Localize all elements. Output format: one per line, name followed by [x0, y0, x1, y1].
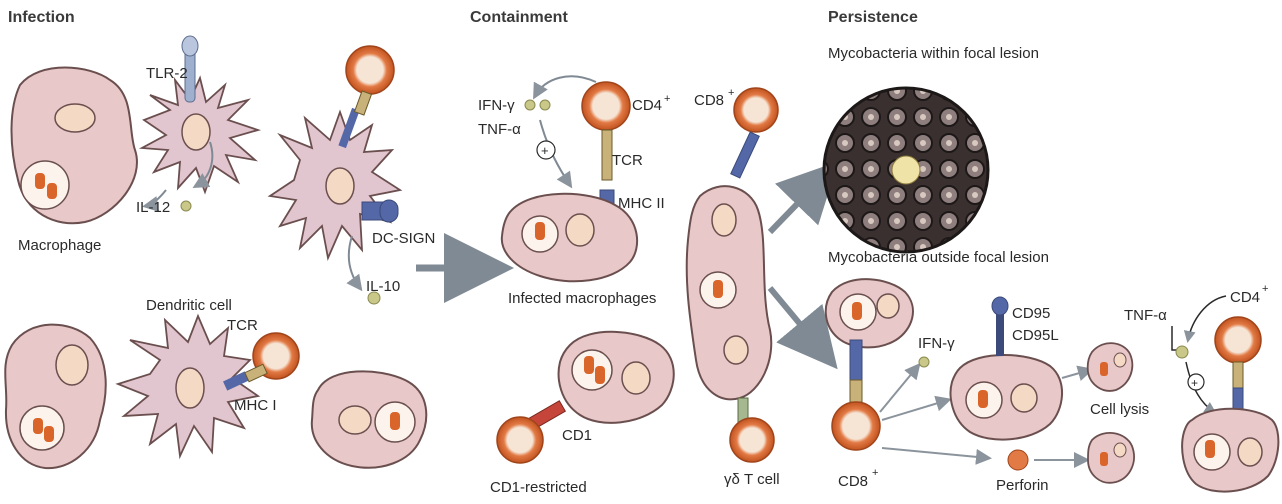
label-tlr2: TLR-2	[146, 65, 188, 82]
label-perforin: Perforin	[996, 477, 1049, 494]
heading-containment: Containment	[470, 9, 568, 26]
plus-containment: +	[541, 143, 549, 158]
label-cd95: CD95	[1012, 305, 1050, 322]
label-myco-outside: Mycobacteria outside focal lesion	[828, 249, 1049, 266]
macrophage-top-left	[12, 68, 137, 224]
cd4-plus: +	[664, 93, 670, 105]
mhc-outside	[850, 340, 862, 380]
cd4-tcell	[582, 82, 630, 130]
elongated-macrophage	[687, 186, 772, 399]
tcr-outside	[850, 380, 862, 402]
lysed-cell-top	[1088, 343, 1133, 391]
dendritic-cell-tlr2	[142, 36, 258, 206]
mhc-right	[1233, 388, 1243, 410]
cd8-tcell-bottom	[832, 402, 880, 450]
cd95-head	[992, 297, 1008, 315]
label-cell-lysis: Cell lysis	[1090, 401, 1149, 418]
macrophage-cd1	[559, 332, 674, 423]
tcr-top	[355, 91, 372, 115]
label-tcr-dc: TCR	[227, 317, 258, 334]
label-ifn-gamma-right: IFN-γ	[918, 335, 955, 352]
cd8-receptor	[731, 132, 760, 178]
arrow-to-perforin	[882, 448, 988, 458]
plus-right: +	[1191, 376, 1198, 390]
tcr-right	[1233, 362, 1243, 388]
dendritic-cell-mhc1	[118, 316, 258, 456]
ifn-cytokine	[525, 100, 535, 110]
label-cd1: CD1	[562, 427, 592, 444]
heading-persistence: Persistence	[828, 9, 918, 26]
label-il10: IL-10	[366, 278, 400, 295]
label-ifn-gamma: IFN-γ	[478, 97, 515, 114]
label-dc-sign: DC-SIGN	[372, 230, 435, 247]
macrophage-outside-lesion	[826, 279, 913, 347]
cd8-bottom-plus: +	[872, 467, 878, 479]
label-cd8-bottom: CD8	[838, 473, 868, 490]
label-gamma-delta: γδ T cell	[724, 471, 780, 488]
arrow-to-outside-lesion	[770, 288, 830, 360]
heading-infection: Infection	[8, 9, 75, 26]
macrophage-right	[1182, 409, 1278, 492]
gamma-delta-tcell	[730, 418, 774, 462]
arrow-to-ifn	[880, 366, 918, 412]
tcr-containment	[602, 130, 612, 180]
arrow-to-cd95l-cell	[882, 400, 948, 420]
label-cd1-restricted: CD1-restricted	[490, 479, 587, 496]
infected-macrophage-containment	[502, 194, 637, 281]
label-cd4: CD4	[632, 97, 662, 114]
cd4-tcell-right	[1215, 317, 1261, 363]
tnf-right-cytokine	[1176, 346, 1188, 358]
label-cd4-right: CD4	[1230, 289, 1260, 306]
perforin-granule	[1008, 450, 1028, 470]
cd4-right-plus: +	[1262, 283, 1268, 295]
label-mhc2: MHC II	[618, 195, 665, 212]
label-tnf-alpha-right: TNF-α	[1124, 307, 1167, 324]
macrophage-bottom-middle	[312, 371, 426, 467]
label-cd95l: CD95L	[1012, 327, 1059, 344]
arrow-to-lysis-top	[1062, 370, 1090, 378]
macrophage-cd95	[951, 355, 1062, 440]
il12-cytokine	[181, 201, 191, 211]
label-myco-within: Mycobacteria within focal lesion	[828, 45, 1039, 62]
dendritic-cell-dcsign	[270, 108, 400, 288]
lysed-cell-bottom	[1088, 433, 1134, 483]
label-tcr: TCR	[612, 152, 643, 169]
label-tnf-alpha: TNF-α	[478, 121, 521, 138]
label-cd8-top: CD8	[694, 92, 724, 109]
tnf-cytokine	[540, 100, 550, 110]
label-infected-macrophages: Infected macrophages	[508, 290, 656, 307]
macrophage-bottom-left	[5, 325, 106, 469]
ifn-right-cytokine	[919, 357, 929, 367]
arrow-to-within-lesion	[770, 170, 830, 232]
cd8-top-plus: +	[728, 87, 734, 99]
cd8-tcell-top	[734, 88, 778, 132]
lesion-center	[892, 156, 920, 184]
label-macrophage: Macrophage	[18, 237, 101, 254]
tcell-top	[346, 46, 394, 94]
cd1-tcell	[497, 417, 543, 463]
label-mhc1: MHC I	[234, 397, 277, 414]
label-dendritic-cell: Dendritic cell	[146, 297, 232, 314]
label-il12: IL-12	[136, 199, 170, 216]
